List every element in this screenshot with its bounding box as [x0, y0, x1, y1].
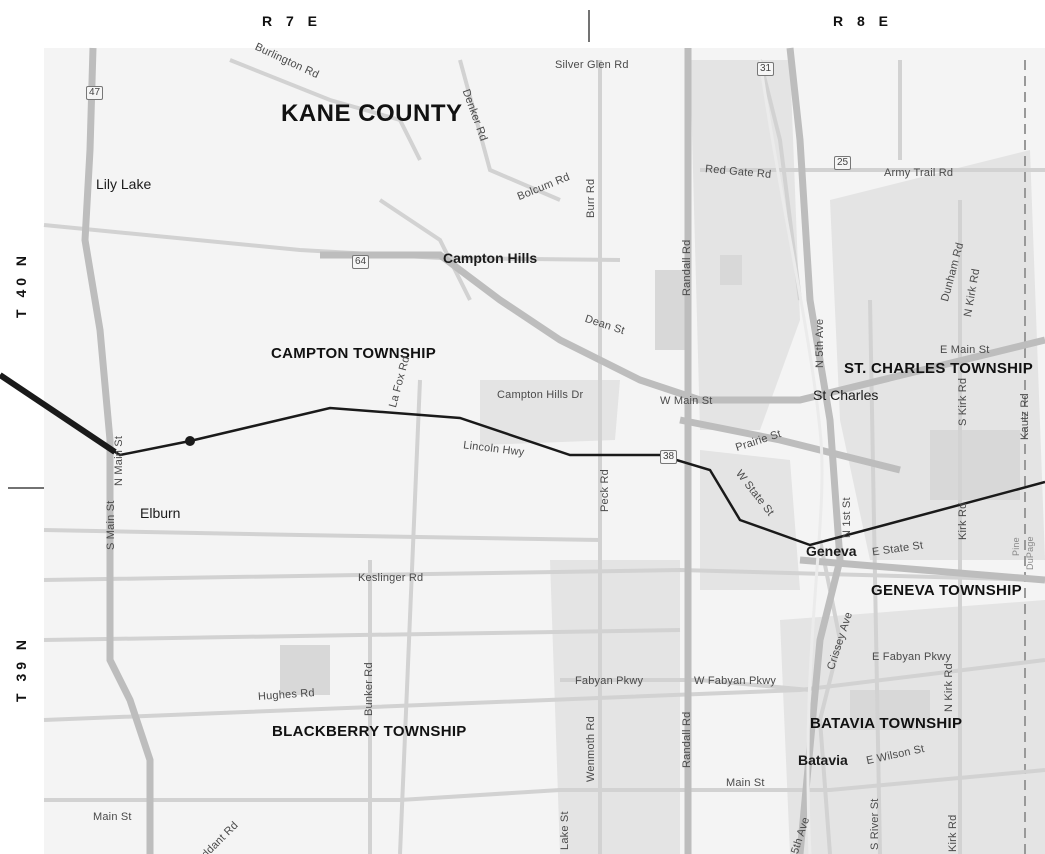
w-main-st-label: W Main St	[660, 395, 713, 407]
main-st-elburn-label: Main St	[93, 811, 132, 823]
top-margin	[0, 0, 1045, 48]
burr-rd-label: Burr Rd	[585, 178, 597, 218]
randall-rd-south-label: Randall Rd	[681, 711, 693, 768]
geneva-label: Geneva	[806, 543, 857, 559]
minor-roads	[43, 58, 1045, 854]
major-roads	[81, 47, 1045, 854]
n-kirk-rd-south-label: N Kirk Rd	[943, 663, 955, 712]
fox-river	[758, 59, 824, 854]
peck-rd-label: Peck Rd	[599, 469, 611, 512]
campton-hills-dr-label: Campton Hills Dr	[497, 389, 584, 401]
wenmoth-rd-label: Wenmoth Rd	[585, 716, 597, 782]
kirk-rd-south-label: Kirk Rd	[947, 814, 959, 852]
blackberry-township-label: BLACKBERRY TOWNSHIP	[272, 723, 467, 740]
n-1st-st-label: N 1st St	[841, 497, 853, 538]
il-31-shield: 31	[757, 62, 775, 76]
route-wedge	[0, 372, 117, 455]
keslinger-rd-label: Keslinger Rd	[358, 572, 424, 584]
lily-lake-label: Lily Lake	[96, 176, 152, 192]
army-trail-rd-label: Army Trail Rd	[884, 167, 954, 179]
kautz-rd-label: Kautz Rd	[1019, 393, 1031, 440]
route-point	[185, 436, 195, 446]
randall-rd-north-label: Randall Rd	[681, 239, 693, 296]
s-main-st-label: S Main St	[105, 500, 117, 551]
il-47-shield: 47	[86, 86, 104, 100]
batavia-label: Batavia	[798, 752, 848, 768]
s-river-st-label: S River St	[869, 798, 881, 850]
left-margin	[0, 48, 44, 854]
st-charles-label: St Charles	[813, 387, 879, 403]
township-label-lower: T 39 N	[13, 635, 29, 702]
n-5th-ave-label: N 5th Ave	[814, 318, 826, 368]
n-main-st-label: N Main St	[113, 435, 125, 486]
campton-township-label: CAMPTON TOWNSHIP	[271, 345, 437, 362]
campton-hills-label: Campton Hills	[443, 250, 538, 266]
silver-glen-rd-label: Silver Glen Rd	[555, 59, 629, 71]
kirk-rd-label: Kirk Rd	[957, 502, 969, 540]
lake-st-label: Lake St	[559, 811, 571, 850]
geneva-township-label: GENEVA TOWNSHIP	[871, 582, 1022, 599]
range-label-right: R 8 E	[833, 13, 894, 29]
elburn-label: Elburn	[140, 505, 181, 521]
batavia-township-label: BATAVIA TOWNSHIP	[810, 715, 963, 732]
route-line	[0, 373, 1045, 547]
il-38-shield: 38	[660, 450, 678, 464]
range-label-left: R 7 E	[262, 13, 323, 29]
fabyan-pkwy-label: Fabyan Pkwy	[575, 675, 644, 687]
w-fabyan-pkwy-label: W Fabyan Pkwy	[694, 675, 777, 687]
urban-areas	[480, 60, 1045, 854]
bunker-rd-label: Bunker Rd	[363, 662, 375, 716]
county-label: KANE COUNTY	[281, 100, 463, 127]
il-25-shield: 25	[834, 156, 852, 170]
main-st-batavia-label: Main St	[726, 777, 765, 789]
dupage-label: DuPage	[1025, 536, 1035, 570]
il-64-shield: 64	[352, 255, 370, 269]
pine-label: Pine	[1011, 537, 1021, 556]
township-label-upper: T 40 N	[13, 251, 29, 318]
e-fabyan-pkwy-label: E Fabyan Pkwy	[872, 651, 952, 663]
e-main-st-label: E Main St	[940, 344, 990, 356]
dense-areas	[280, 255, 1020, 730]
st-charles-township-label: ST. CHARLES TOWNSHIP	[844, 360, 1034, 377]
s-kirk-rd-label: S Kirk Rd	[957, 377, 969, 426]
